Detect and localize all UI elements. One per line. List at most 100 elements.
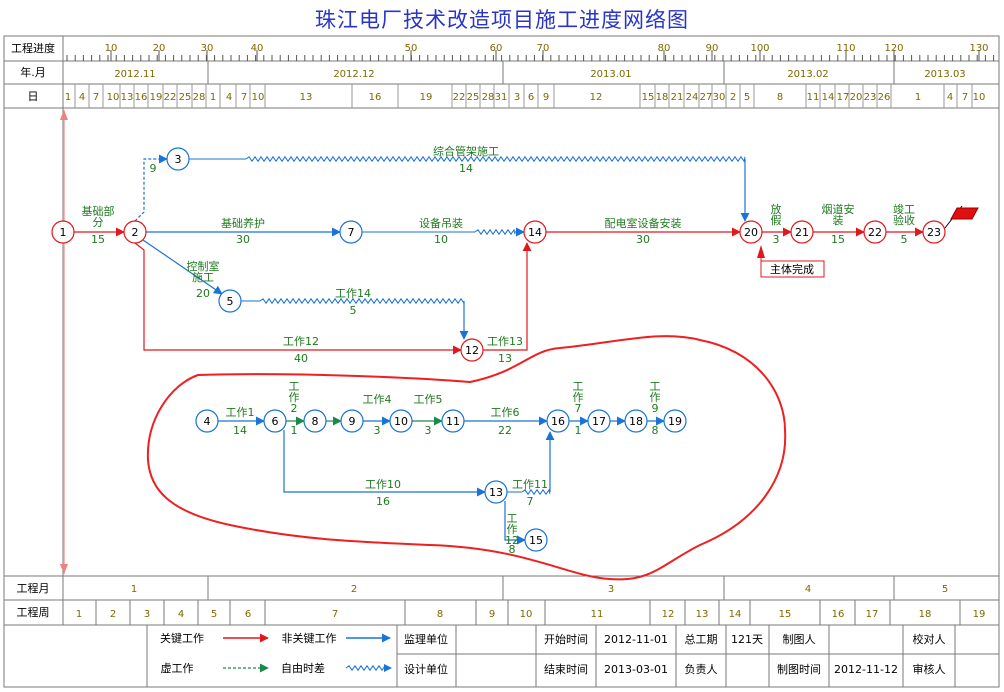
- activity-flue-label: 装: [833, 214, 844, 227]
- proj-week-label: 12: [662, 609, 675, 620]
- legend-free-float-label: 自由时差: [281, 661, 325, 675]
- activity-acceptance-duration: 5: [901, 233, 908, 246]
- activity-work11-label: 工作11: [512, 478, 548, 491]
- info-start-label: 开始时间: [544, 632, 588, 646]
- node-label: 13: [489, 486, 503, 499]
- node-circle: [587, 409, 611, 433]
- activity-pipe-rack-label: 综合管架施工: [433, 144, 499, 158]
- node-19[interactable]: 19: [663, 409, 687, 433]
- progress-tick-label: 30: [201, 43, 214, 54]
- row-label-proj-week: 工程周: [17, 606, 50, 619]
- milestone-label: 主体完成: [770, 262, 814, 276]
- node-label: 7: [348, 226, 355, 239]
- proj-week-label: 5: [211, 609, 217, 620]
- proj-week-label: 4: [178, 609, 184, 620]
- node-2[interactable]: 2: [123, 220, 147, 244]
- node-23[interactable]: 23: [922, 220, 946, 244]
- info-duration-value: 121天: [731, 633, 763, 646]
- month-label: 2013.01: [590, 69, 631, 80]
- activity-work2-label: 工: [289, 380, 300, 393]
- activity-work6-duration: 22: [498, 424, 512, 437]
- progress-tick-label: 20: [153, 43, 166, 54]
- activity-work1-duration: 14: [233, 424, 247, 437]
- node-label: 3: [175, 153, 182, 166]
- proj-week-label: 8: [437, 609, 443, 620]
- info-reviewer-label: 审核人: [913, 662, 946, 676]
- activity-work6-label: 工作6: [491, 406, 520, 419]
- node-14[interactable]: 14: [523, 220, 547, 244]
- month-label: 2013.03: [924, 69, 965, 80]
- node-22[interactable]: 22: [863, 220, 887, 244]
- day-tick-label: 6: [528, 92, 534, 103]
- activity-work12b-duration: 8: [509, 543, 516, 556]
- node-6[interactable]: 6: [263, 409, 287, 433]
- node-label: 4: [204, 415, 211, 428]
- node-15[interactable]: 15: [524, 528, 548, 552]
- legend-free-float-arrow: [384, 664, 392, 672]
- info-drafter-label: 制图人: [783, 633, 816, 646]
- info-checker-label: 校对人: [913, 632, 946, 646]
- node-11[interactable]: 11: [441, 409, 465, 433]
- node-10[interactable]: 10: [389, 409, 413, 433]
- node-circle: [195, 409, 219, 433]
- activity-work12b: [504, 501, 526, 545]
- node-4[interactable]: 4: [195, 409, 219, 433]
- node-circle: [663, 409, 687, 433]
- progress-tick-label: 80: [658, 43, 671, 54]
- node-1[interactable]: 1: [51, 220, 75, 244]
- proj-week-label: 7: [332, 609, 338, 620]
- node-21[interactable]: 21: [790, 220, 814, 244]
- node-circle: [123, 220, 147, 244]
- activity-work9-label: 作: [650, 391, 661, 404]
- activity-flue-label: 烟道安: [822, 202, 855, 216]
- day-tick-label: 20: [850, 92, 863, 103]
- legend-dummy-label: 虚工作: [161, 662, 194, 675]
- node-17[interactable]: 17: [587, 409, 611, 433]
- node-9[interactable]: 9: [340, 409, 364, 433]
- node-12[interactable]: 12: [460, 338, 484, 362]
- node-20[interactable]: 20: [739, 220, 763, 244]
- node-5[interactable]: 5: [218, 289, 242, 313]
- node-7[interactable]: 7: [339, 220, 363, 244]
- day-tick-label: 27: [700, 92, 713, 103]
- node-circle: [624, 409, 648, 433]
- node-16[interactable]: 16: [546, 409, 570, 433]
- day-tick-label: 22: [453, 92, 466, 103]
- day-tick-label: 19: [150, 92, 163, 103]
- activity-control-room-label: 施工: [192, 271, 214, 284]
- activity-work4-duration: 3: [374, 424, 381, 437]
- day-tick-label: 11: [807, 92, 820, 103]
- activity-work13: [483, 242, 532, 351]
- node-3[interactable]: 3: [166, 147, 190, 171]
- day-tick-label: 24: [686, 92, 699, 103]
- node-circle: [340, 409, 364, 433]
- node-label: 2: [132, 226, 139, 239]
- progress-tick-label: 90: [706, 43, 719, 54]
- node-circle: [484, 480, 508, 504]
- activity-flue-duration: 15: [831, 233, 845, 246]
- activity-work5-duration: 3: [425, 424, 432, 437]
- day-tick-label: 10: [973, 92, 986, 103]
- proj-week-label: 13: [696, 609, 709, 620]
- node-18[interactable]: 18: [624, 409, 648, 433]
- activity-work10: [283, 430, 486, 497]
- activity-curing-duration: 30: [236, 233, 250, 246]
- proj-week-label: 16: [832, 609, 845, 620]
- day-tick-label: 4: [226, 92, 232, 103]
- activity-work12-duration: 40: [294, 352, 308, 365]
- activity-work4-label: 工作4: [363, 393, 392, 406]
- activity-work7-label: 作: [573, 391, 584, 404]
- day-tick-label: 2: [730, 92, 736, 103]
- activity-pipe-rack-duration: 14: [459, 162, 473, 175]
- activity-work9-duration: 8: [652, 424, 659, 437]
- node-circle: [389, 409, 413, 433]
- node-13[interactable]: 13: [484, 480, 508, 504]
- day-tick-label: 26: [878, 92, 891, 103]
- activity-work13-label: 工作13: [487, 335, 523, 348]
- info-drawdate-label: 制图时间: [777, 663, 821, 676]
- node-circle: [922, 220, 946, 244]
- activity-pipe-rack-float: [245, 155, 746, 163]
- day-tick-label: 7: [241, 92, 247, 103]
- free-float-wavy: [521, 488, 551, 496]
- node-8[interactable]: 8: [303, 409, 327, 433]
